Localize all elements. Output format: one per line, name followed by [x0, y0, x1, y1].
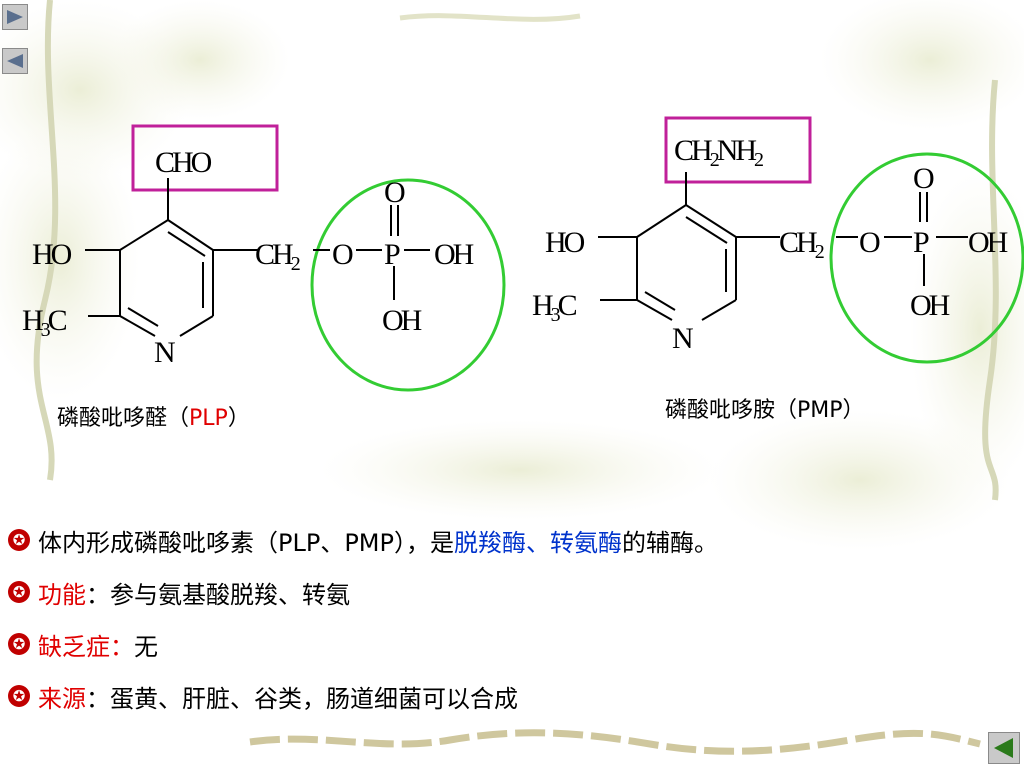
- bullet-source: ✪ 来源：蛋黄、肝脏、谷类，肠道细菌可以合成: [8, 670, 1018, 722]
- bullet-coenzyme-enzymes: 脱羧酶、转氨酶: [453, 528, 622, 557]
- pmp-phosphate-highlight-circle: [829, 152, 1024, 364]
- play-left-icon: [7, 54, 23, 68]
- plp-ester-o-label: O: [332, 238, 354, 271]
- plp-aldehyde-highlight-box: [131, 124, 279, 192]
- bullet-star-icon: ✪: [8, 529, 30, 551]
- pmp-ch2nh2-label: CH2NH2: [674, 134, 763, 171]
- plp-phosphoryl-o-label: O: [384, 176, 406, 209]
- pmp-structure: CH2NH2 HO H3C CH2 O P O OH OH N: [532, 116, 1024, 364]
- pmp-name-label: 磷酸吡哆胺（PMP）: [665, 398, 865, 423]
- back-left-icon: [994, 738, 1013, 758]
- plp-phosphorus-label: P: [384, 238, 401, 271]
- plp-name-label: 磷酸吡哆醛（PLP）: [57, 400, 250, 432]
- bullet-coenzyme: ✪ 体内形成磷酸吡哆素（PLP、PMP），是脱羧酶、转氨酶的辅酶。: [8, 514, 1018, 566]
- pmp-ester-o-label: O: [859, 226, 881, 259]
- plp-ho-label: HO: [32, 238, 72, 271]
- plp-h3c-label: H3C: [22, 304, 67, 341]
- next-slide-button[interactable]: [2, 4, 28, 30]
- bullet-deficiency-key: 缺乏症：: [38, 632, 134, 661]
- plp-ch2-label: CH2: [255, 238, 300, 275]
- plp-ring-n-label: N: [154, 336, 176, 369]
- bullet-deficiency: ✪ 缺乏症：无: [8, 618, 1018, 670]
- bullet-source-text: ：蛋黄、肝脏、谷类，肠道细菌可以合成: [86, 684, 518, 713]
- chemical-structures: CHO HO H3C CH2 O P O OH OH N: [22, 116, 1024, 392]
- play-right-icon: [7, 10, 23, 24]
- previous-slide-button[interactable]: [2, 48, 28, 74]
- bullet-source-key: 来源: [38, 684, 86, 713]
- pmp-ring-n-label: N: [672, 322, 694, 355]
- plp-name-text: 磷酸吡哆醛（: [57, 406, 190, 431]
- pmp-ch2-label: CH2: [779, 226, 824, 263]
- bullet-function-text: ：参与氨基酸脱羧、转氨: [86, 580, 350, 609]
- bullet-star-icon: ✪: [8, 633, 30, 655]
- bullet-function: ✪ 功能：参与氨基酸脱羧、转氨: [8, 566, 1018, 618]
- plp-oh-right-label: OH: [434, 238, 474, 271]
- bullet-function-key: 功能: [38, 580, 86, 609]
- bullet-star-icon: ✪: [8, 685, 30, 707]
- pmp-oh-right-label: OH: [968, 226, 1008, 259]
- pmp-ho-label: HO: [545, 226, 585, 259]
- plp-abbreviation: PLP: [189, 406, 228, 431]
- plp-cho-label: CHO: [155, 146, 212, 179]
- pmp-oh-bottom-label: OH: [910, 289, 950, 322]
- pmp-phosphoryl-o-label: O: [913, 162, 935, 195]
- plp-structure: CHO HO H3C CH2 O P O OH OH N: [22, 124, 506, 392]
- pmp-h3c-label: H3C: [532, 289, 577, 326]
- plp-oh-bottom-label: OH: [382, 304, 422, 337]
- pmp-aminomethyl-highlight-box: [664, 116, 812, 184]
- bullet-coenzyme-end: 的辅酶。: [621, 528, 718, 557]
- bullet-coenzyme-text: 体内形成磷酸吡哆素（PLP、PMP），是: [38, 528, 454, 557]
- plp-phosphate-highlight-circle: [310, 178, 506, 392]
- pmp-phosphorus-label: P: [913, 226, 930, 259]
- plp-name-close: ）: [227, 406, 250, 431]
- bullet-star-icon: ✪: [8, 581, 30, 603]
- bullet-list: ✪ 体内形成磷酸吡哆素（PLP、PMP），是脱羧酶、转氨酶的辅酶。 ✪ 功能：参…: [8, 514, 1018, 722]
- bullet-deficiency-text: 无: [134, 632, 158, 661]
- back-slide-button[interactable]: [988, 732, 1020, 764]
